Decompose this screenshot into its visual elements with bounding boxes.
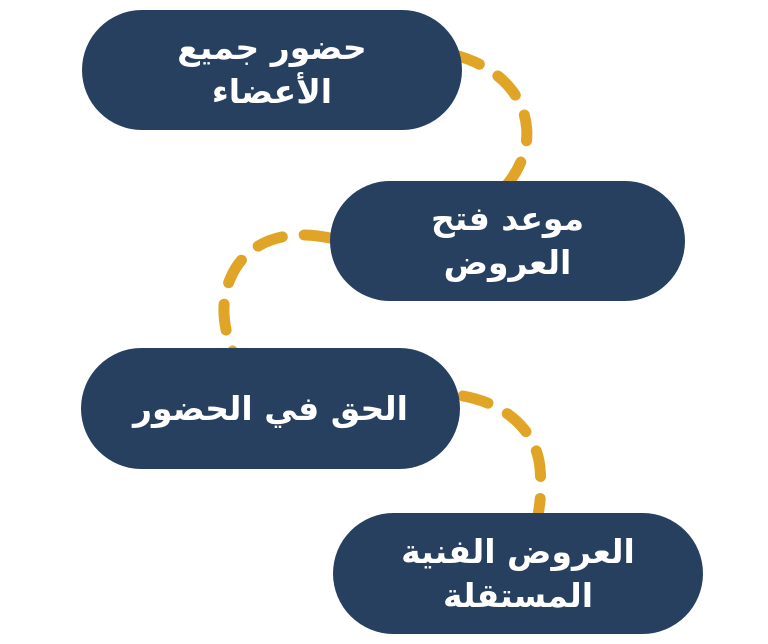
- step-node-1-label: حضور جميع الأعضاء: [177, 28, 367, 111]
- step-node-4[interactable]: العروض الفنية المستقلة: [333, 513, 703, 634]
- step-node-3[interactable]: الحق في الحضور: [81, 348, 460, 469]
- step-node-3-label: الحق في الحضور: [133, 388, 408, 428]
- connector-1-2: [449, 49, 533, 202]
- step-node-2-label: موعد فتح العروض: [430, 199, 585, 282]
- step-node-1[interactable]: حضور جميع الأعضاء: [82, 10, 462, 130]
- connector-2-3: [218, 229, 336, 358]
- step-node-2[interactable]: موعد فتح العروض: [330, 181, 685, 301]
- step-node-4-label: العروض الفنية المستقلة: [401, 531, 635, 615]
- connector-3-4: [457, 390, 547, 527]
